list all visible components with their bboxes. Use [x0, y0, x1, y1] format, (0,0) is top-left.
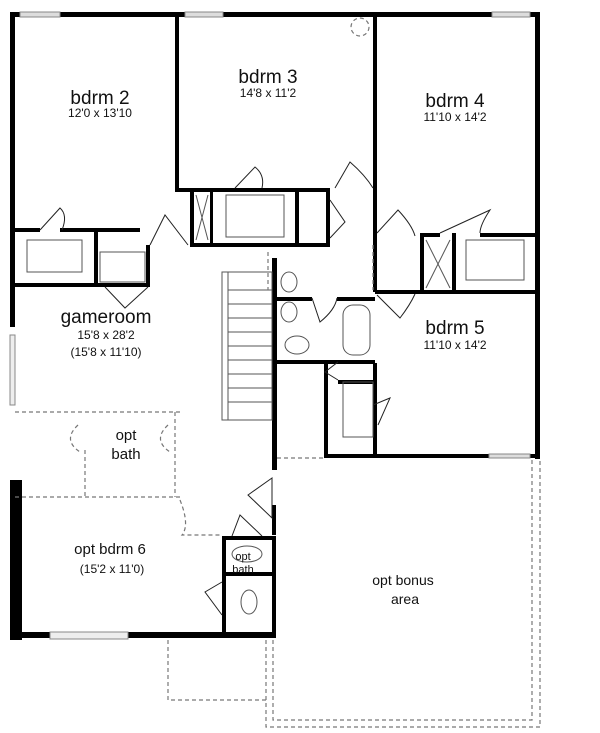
opt-bdrm6-size: (15'2 x 11'0) — [79, 562, 145, 576]
opt-bath-small-line2: bath — [232, 564, 254, 576]
opt-bonus-line2: area — [390, 591, 420, 607]
opt-bdrm6-label: opt bdrm 6 — [74, 541, 146, 558]
bdrm2-size: 12'0 x 13'10 — [68, 106, 132, 120]
gameroom-alt-size: (15'8 x 11'10) — [70, 345, 142, 359]
bdrm5-size: 11'10 x 14'2 — [423, 338, 487, 352]
opt-bath-line1: opt — [115, 427, 137, 444]
windows — [9, 11, 531, 640]
bdrm5-label: bdrm 5 — [425, 318, 485, 339]
bdrm3-size: 14'8 x 11'2 — [239, 86, 297, 100]
opt-bath-small-line1: opt — [235, 551, 251, 563]
optional-areas — [15, 411, 541, 728]
bdrm2-label: bdrm 2 — [70, 88, 130, 109]
gameroom-size: 15'8 x 28'2 — [77, 328, 135, 342]
bdrm3-label: bdrm 3 — [238, 67, 298, 88]
opt-bath-line2: bath — [111, 446, 141, 463]
bdrm4-size: 11'10 x 14'2 — [423, 110, 487, 124]
door-swings — [39, 161, 492, 616]
bdrm4-label: bdrm 4 — [425, 91, 485, 112]
gameroom-label: gameroom — [60, 307, 152, 328]
opt-bonus-line1: opt bonus — [372, 572, 434, 588]
stairs — [221, 271, 273, 421]
fixtures — [26, 17, 525, 615]
